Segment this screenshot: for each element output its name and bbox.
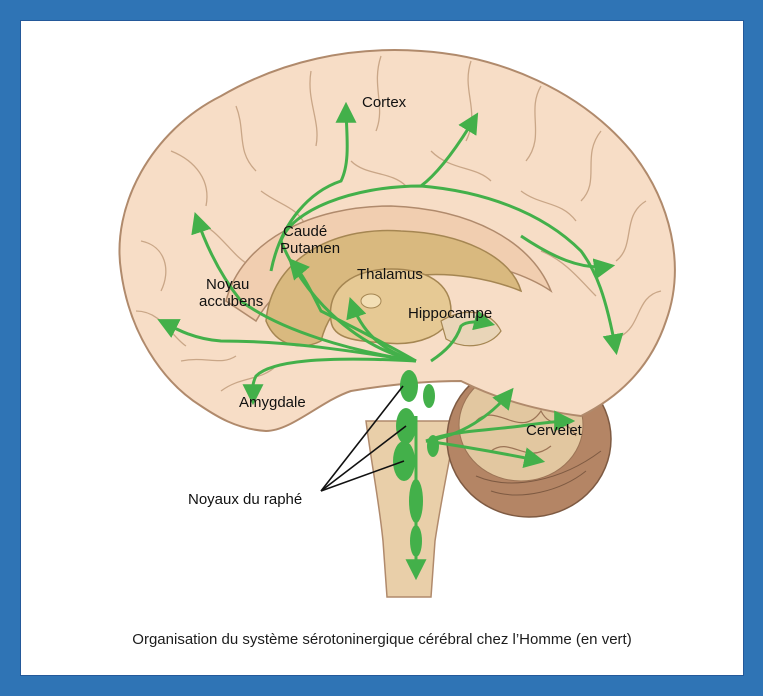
label-noyaux-du-raphe: Noyaux du raphé xyxy=(188,491,302,508)
figure-frame: Cortex Caudé Putamen Noyau accubens Thal… xyxy=(20,20,744,676)
label-accubens: accubens xyxy=(199,293,263,310)
raphe-pointer-lines xyxy=(320,385,407,492)
label-cervelet: Cervelet xyxy=(526,422,583,439)
brain-diagram: Cortex Caudé Putamen Noyau accubens Thal… xyxy=(118,49,676,598)
label-hippocampe: Hippocampe xyxy=(408,305,492,322)
figure-caption: Organisation du système sérotoninergique… xyxy=(132,631,632,648)
label-caude: Caudé xyxy=(283,223,327,240)
label-thalamus: Thalamus xyxy=(357,266,423,283)
serotonin-pathways xyxy=(157,101,624,581)
label-noyau: Noyau xyxy=(206,276,249,293)
label-cortex: Cortex xyxy=(362,94,407,111)
label-amygdale: Amygdale xyxy=(239,394,306,411)
label-putamen: Putamen xyxy=(280,240,340,257)
